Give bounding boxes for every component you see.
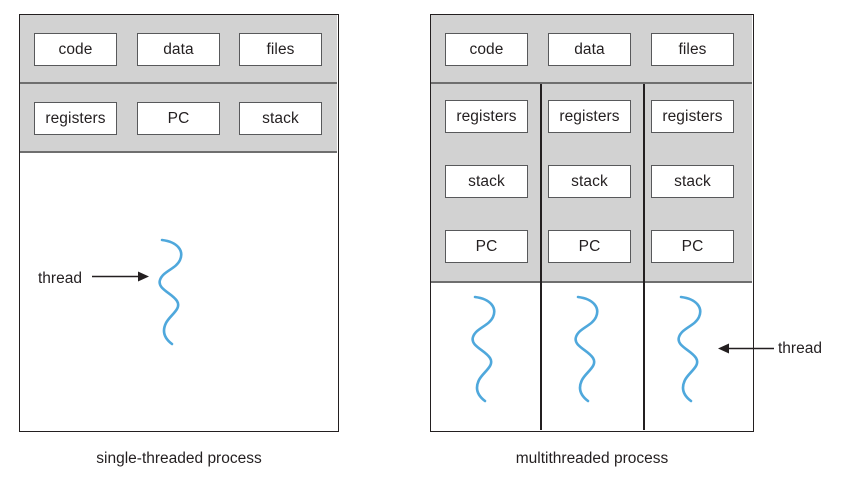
right-band-divider-1	[431, 82, 752, 84]
right-cell-files: files	[651, 33, 734, 66]
left-cell-pc: PC	[137, 102, 220, 135]
left-thread-annotation-arrow	[92, 271, 149, 282]
right-col2-cell-stack: stack	[548, 165, 631, 198]
right-column-divider-2	[643, 84, 645, 430]
right-column-divider-1	[540, 84, 542, 430]
right-thread-annotation-label: thread	[778, 340, 822, 357]
left-cell-registers: registers	[34, 102, 117, 135]
right-cell-code: code	[445, 33, 528, 66]
single-threaded-process-diagram: code data files registers PC stack threa…	[0, 0, 420, 499]
right-thread-squiggle-1	[471, 295, 496, 403]
right-diagram-caption: multithreaded process	[515, 450, 669, 467]
right-cell-data: data	[548, 33, 631, 66]
right-col2-cell-pc: PC	[548, 230, 631, 263]
right-thread-annotation-arrow	[718, 343, 774, 354]
left-band-divider-1	[20, 82, 337, 84]
left-cell-code: code	[34, 33, 117, 66]
right-band-divider-2	[431, 281, 752, 283]
left-cell-files: files	[239, 33, 322, 66]
left-thread-squiggle	[158, 238, 183, 346]
right-col3-cell-registers: registers	[651, 100, 734, 133]
right-thread-squiggle-2	[574, 295, 599, 403]
left-cell-data: data	[137, 33, 220, 66]
right-col1-cell-pc: PC	[445, 230, 528, 263]
left-cell-stack: stack	[239, 102, 322, 135]
right-thread-squiggle-3	[677, 295, 702, 403]
right-col2-cell-registers: registers	[548, 100, 631, 133]
right-col3-cell-stack: stack	[651, 165, 734, 198]
left-process-frame: code data files registers PC stack	[19, 14, 339, 432]
right-process-frame: code data files registers stack PC regis…	[430, 14, 754, 432]
right-col1-cell-stack: stack	[445, 165, 528, 198]
left-thread-annotation-label: thread	[38, 270, 82, 287]
right-col1-cell-registers: registers	[445, 100, 528, 133]
right-col3-cell-pc: PC	[651, 230, 734, 263]
left-band-divider-2	[20, 151, 337, 153]
left-diagram-caption: single-threaded process	[96, 450, 262, 467]
